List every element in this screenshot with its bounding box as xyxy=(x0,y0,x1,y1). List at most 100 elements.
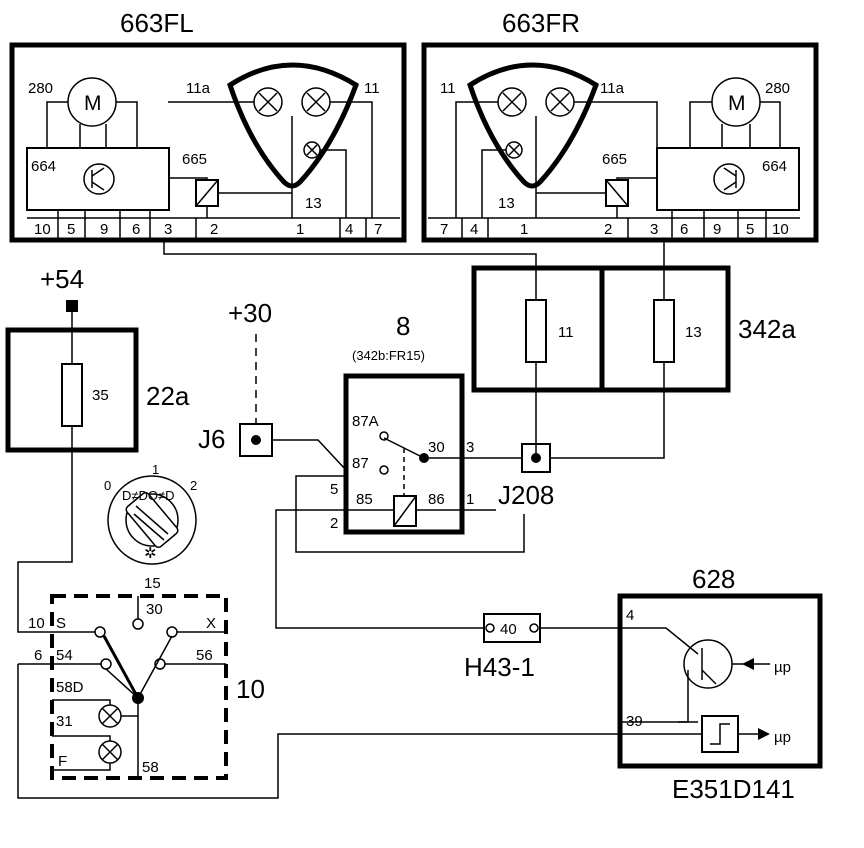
diagram-code: E351D141 xyxy=(672,774,795,804)
wire-fuse13-j208 xyxy=(550,362,665,459)
wire-j6-relay xyxy=(272,439,347,471)
svg-text:5: 5 xyxy=(746,221,754,238)
pins-fr: 7 4 1 2 3 6 9 5 10 xyxy=(440,210,789,240)
label-13-fr: 13 xyxy=(498,195,515,212)
transistor-fr-icon xyxy=(713,163,745,195)
label-665-fl: 665 xyxy=(182,151,207,168)
module-664-fr-label: 664 xyxy=(762,158,787,175)
svg-text:1: 1 xyxy=(296,221,304,238)
label-665-fr: 665 xyxy=(602,151,627,168)
svg-text:30: 30 xyxy=(428,439,445,456)
svg-text:3: 3 xyxy=(650,221,658,238)
svg-text:2: 2 xyxy=(210,221,218,238)
connector-j208-label: J208 xyxy=(498,480,554,510)
motor-fl-label: M xyxy=(84,92,102,115)
svg-text:3: 3 xyxy=(466,439,474,456)
module-663fr-frame xyxy=(421,42,819,243)
label-11-fr: 11 xyxy=(440,80,456,97)
controller-628: 628 4 39 µp µp xyxy=(617,564,823,769)
label-11-fl: 11 xyxy=(364,80,380,97)
svg-text:X: X xyxy=(206,615,216,632)
fusebox-22a-label: 22a xyxy=(146,381,190,411)
svg-text:4: 4 xyxy=(345,221,353,238)
motor-fr-label: M xyxy=(728,92,746,115)
svg-text:6: 6 xyxy=(680,221,688,238)
switch-box-10-label: 10 xyxy=(236,674,265,704)
switch-box-10: 15 30 X 10 S 6 54 56 58D 31 F 58 10 xyxy=(18,575,265,780)
relay-8-label: 8 xyxy=(396,311,410,341)
svg-text:7: 7 xyxy=(440,221,448,238)
svg-text:2: 2 xyxy=(190,478,197,493)
knob-symbols: D≠DO≠D xyxy=(122,488,175,503)
svg-text:F: F xyxy=(58,753,67,770)
svg-text:S: S xyxy=(56,615,66,632)
module-663fr-title: 663FR xyxy=(502,8,580,38)
wire-fl3-fuse11 xyxy=(163,240,537,300)
svg-text:87: 87 xyxy=(352,455,369,472)
module-663fl: 663FL 664 M 280 11a 11 665 xyxy=(9,8,407,243)
module-664-fr xyxy=(656,147,800,211)
pins-fl: 10 5 9 6 3 2 1 4 7 xyxy=(34,210,382,240)
fuse-13-label: 13 xyxy=(685,324,702,341)
fuse-11-label: 11 xyxy=(558,324,574,341)
label-13-fl: 13 xyxy=(305,195,322,212)
svg-text:1: 1 xyxy=(466,491,474,508)
svg-text:40: 40 xyxy=(500,621,517,638)
svg-text:85: 85 xyxy=(356,491,373,508)
svg-text:5: 5 xyxy=(330,481,338,498)
module-663fl-title: 663FL xyxy=(120,8,194,38)
fusebox-342a: 11 13 342a xyxy=(471,265,796,393)
relay-8-sublabel: (342b:FR15) xyxy=(352,348,425,363)
knob-star-icon: ✲ xyxy=(144,545,157,562)
resistor-h43-1: 40 H43-1 xyxy=(464,613,541,682)
svg-text:1: 1 xyxy=(152,462,159,477)
svg-text:54: 54 xyxy=(56,647,73,664)
svg-text:3: 3 xyxy=(164,221,172,238)
svg-text:10: 10 xyxy=(772,221,789,238)
light-switch-knob: 0 1 2 D≠DO≠D ✲ xyxy=(104,462,197,565)
controller-628-label: 628 xyxy=(692,564,735,594)
headlamp-fr-icon xyxy=(467,62,600,189)
svg-text:4: 4 xyxy=(470,221,478,238)
svg-text:1: 1 xyxy=(520,221,528,238)
fusebox-342a-label: 342a xyxy=(738,314,796,344)
relay-8: 8 (342b:FR15) 87A 87 30 85 86 3 1 5 2 xyxy=(330,311,474,535)
wire-relay-h43 xyxy=(275,509,484,629)
svg-text:4: 4 xyxy=(626,607,634,624)
label-280-fl: 280 xyxy=(28,80,53,97)
svg-text:0: 0 xyxy=(104,478,111,493)
svg-text:2: 2 xyxy=(330,515,338,532)
supply-plus54-terminal xyxy=(66,300,78,312)
svg-text:87A: 87A xyxy=(352,413,379,430)
label-280-fr: 280 xyxy=(765,80,790,97)
svg-text:9: 9 xyxy=(713,221,721,238)
connector-j6-label: J6 xyxy=(198,424,225,454)
module-663fl-frame xyxy=(9,42,407,243)
wire-relay-loop xyxy=(295,475,525,553)
fuse-13-icon xyxy=(653,299,675,363)
svg-text:7: 7 xyxy=(374,221,382,238)
supply-plus54-label: +54 xyxy=(40,264,84,294)
label-11a-fr: 11a xyxy=(600,80,625,97)
module-664-fl-label: 664 xyxy=(31,158,56,175)
svg-text:10: 10 xyxy=(28,615,45,632)
svg-text:58D: 58D xyxy=(56,679,84,696)
svg-text:56: 56 xyxy=(196,647,213,664)
resistor-h43-1-label: H43-1 xyxy=(464,652,535,682)
svg-text:6: 6 xyxy=(34,647,42,664)
transistor-628-icon xyxy=(683,639,733,689)
svg-text:30: 30 xyxy=(146,601,163,618)
svg-text:5: 5 xyxy=(67,221,75,238)
fuse-11-icon xyxy=(525,299,547,363)
svg-text:2: 2 xyxy=(604,221,612,238)
svg-text:31: 31 xyxy=(56,713,73,730)
svg-text:9: 9 xyxy=(100,221,108,238)
supply-plus30-label: +30 xyxy=(228,298,272,328)
svg-text:86: 86 xyxy=(428,491,445,508)
connector-j208 xyxy=(521,443,551,473)
svg-text:µp: µp xyxy=(774,729,791,746)
transistor-fl-icon xyxy=(83,163,115,195)
label-11a-fl: 11a xyxy=(186,80,211,97)
svg-text:15: 15 xyxy=(144,575,161,592)
